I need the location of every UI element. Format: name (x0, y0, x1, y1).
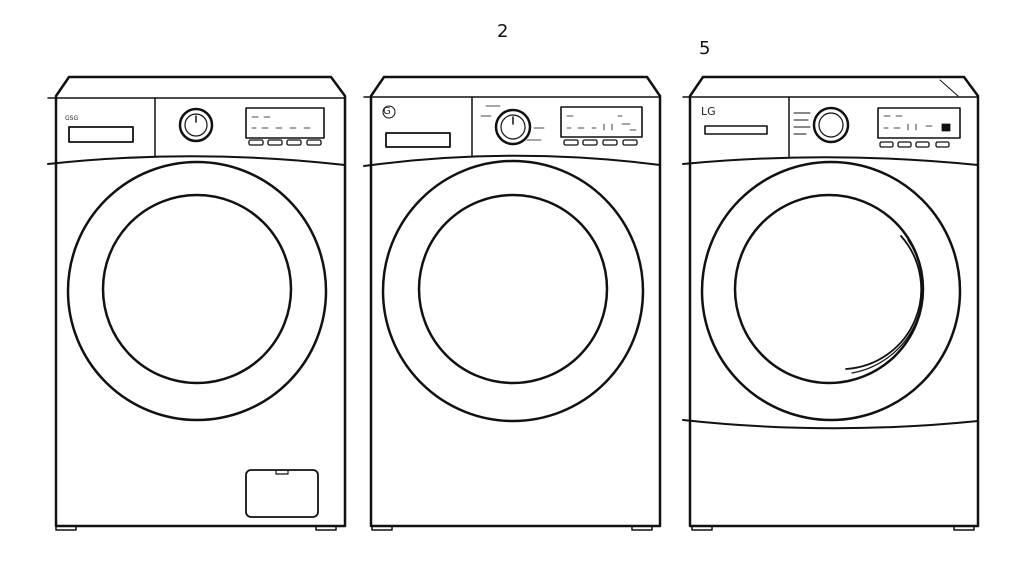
control-panel-divider (363, 154, 661, 167)
control-knob (812, 106, 850, 144)
control-panel-divider (47, 155, 346, 166)
washer-2 (363, 75, 662, 531)
door-glass (733, 193, 925, 385)
display-marks (251, 116, 311, 129)
washer-number-label: 2 (497, 21, 509, 42)
door-glass (101, 193, 293, 385)
logo-ring (382, 105, 396, 119)
door-outer-ring (381, 159, 645, 423)
washer-foot (631, 525, 653, 531)
filter-tab (275, 469, 289, 475)
control-knob-inner (184, 113, 208, 137)
door-outer-ring (66, 160, 328, 422)
door-handle-arc (845, 235, 923, 370)
display-indicator (941, 123, 951, 132)
top-highlight (939, 79, 959, 97)
control-panel-divider (682, 156, 979, 166)
panel-buttons (563, 139, 638, 146)
control-knob (178, 107, 214, 143)
filter-cover (245, 469, 319, 518)
display-marks (883, 115, 933, 131)
display-marks (566, 115, 637, 131)
control-knob-inner (818, 112, 844, 138)
brand-logo: GSG (65, 115, 79, 122)
control-knob (494, 108, 532, 146)
brand-logo: G (383, 106, 391, 117)
knob-labels (793, 112, 811, 135)
door-handle-arc (851, 239, 924, 374)
washer-foot (55, 525, 77, 531)
base-panel-line (682, 419, 979, 430)
washer-foot (953, 525, 975, 531)
display-screen (245, 107, 325, 139)
washer-1 (47, 75, 347, 531)
washer-foot (371, 525, 393, 531)
panel-buttons (248, 139, 322, 146)
door-glass (417, 193, 609, 385)
washer-foot (315, 525, 337, 531)
brand-logo: LG (701, 105, 716, 118)
washer-body (369, 75, 662, 528)
control-knob-inner (500, 114, 526, 140)
knob-labels (480, 105, 545, 141)
door-outer-ring (700, 160, 962, 422)
display-screen (877, 107, 961, 139)
detergent-drawer (68, 126, 134, 143)
detergent-drawer (385, 132, 451, 148)
panel-buttons (879, 141, 950, 148)
display-screen (560, 106, 643, 138)
washer-body (688, 75, 980, 528)
washer-body (54, 75, 347, 528)
washer-foot (691, 525, 713, 531)
washer-3 (682, 75, 980, 531)
washer-number-label: 5 (699, 38, 711, 59)
detergent-drawer (704, 125, 768, 135)
